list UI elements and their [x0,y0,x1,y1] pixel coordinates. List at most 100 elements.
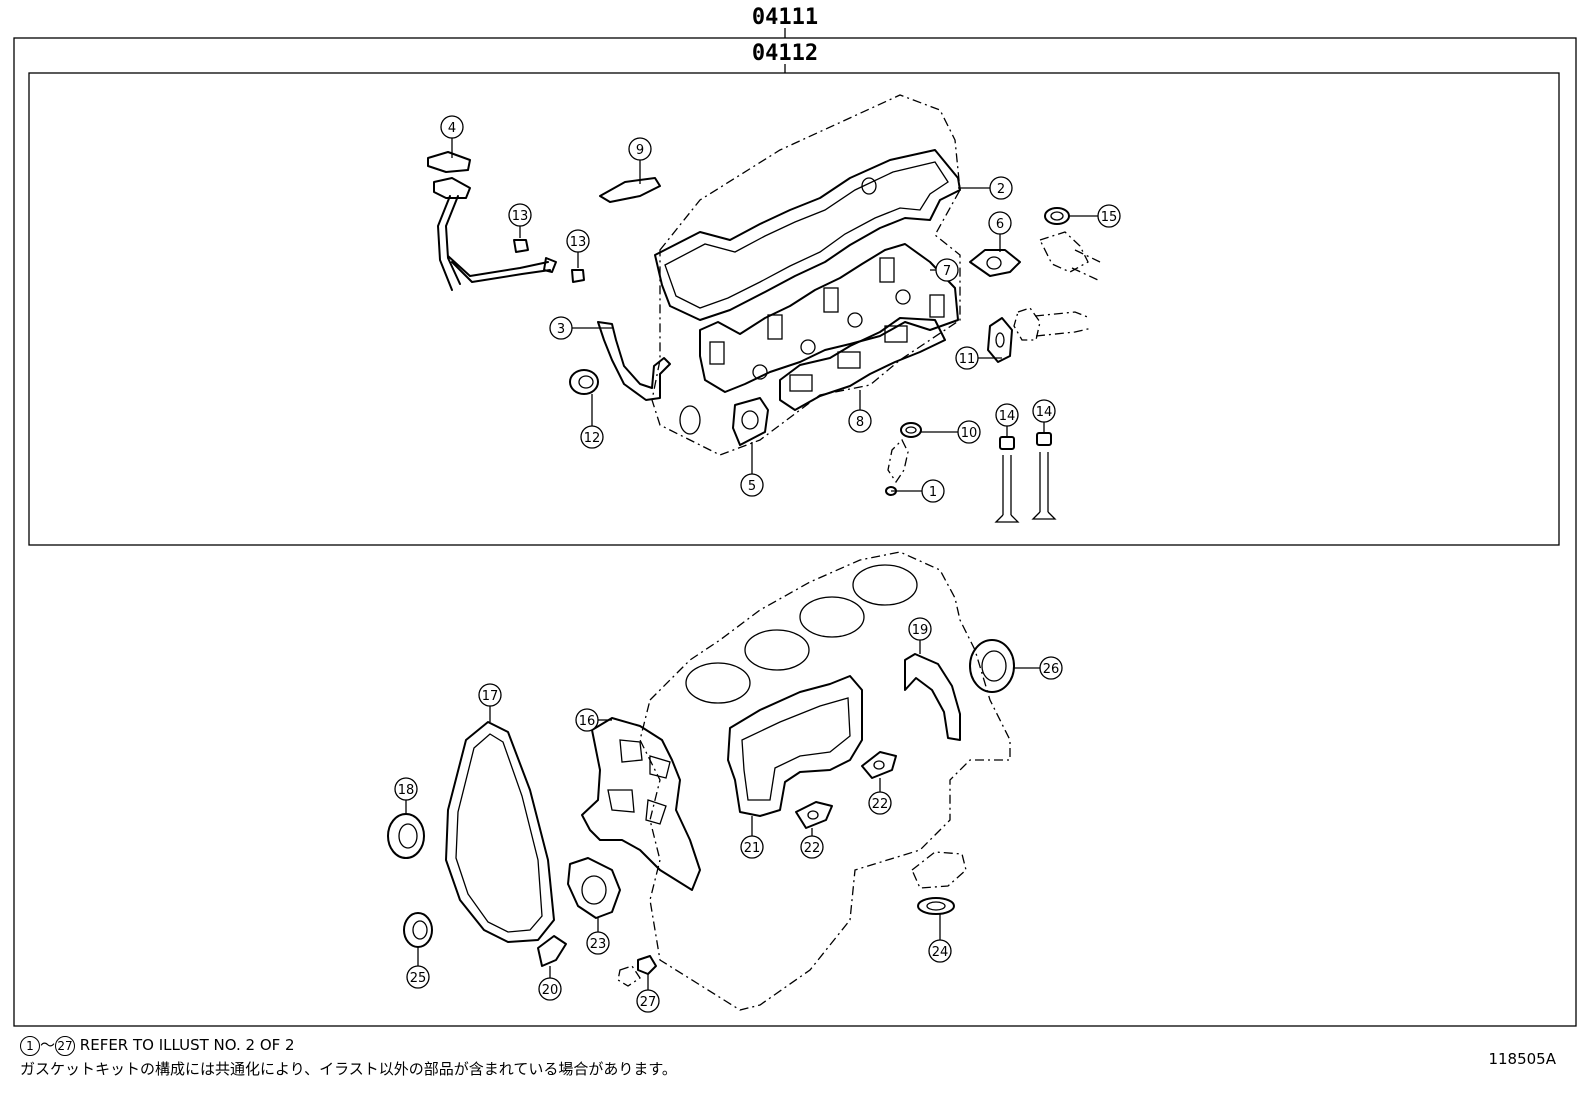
svg-text:17: 17 [482,689,499,704]
svg-text:6: 6 [996,217,1004,232]
gasket-part-9 [599,177,661,203]
callout-7: 7 [935,258,959,282]
seal-10 [900,422,922,438]
svg-text:11: 11 [959,352,976,367]
water-pump-gasket [567,857,621,919]
gasket-part-20 [537,935,567,967]
svg-text:25: 25 [410,971,427,986]
callout-22-a: 22 [868,791,892,815]
callout-14-a: 14 [995,403,1019,427]
note-english: 1～27 REFER TO ILLUST NO. 2 OF 2 [20,1034,295,1056]
oil-cooler-gasket [727,675,863,817]
note-range-end: 27 [55,1035,76,1056]
plug-outline [617,965,641,987]
inner-kit-frame [28,72,1560,546]
svg-text:23: 23 [590,937,607,952]
bolt-hole [995,332,1005,348]
callout-27: 27 [636,989,660,1013]
illustration-number: 118505A [1488,1050,1556,1068]
oil-pipe [437,195,551,291]
callout-16: 16 [575,708,599,732]
svg-text:26: 26 [1043,662,1060,677]
svg-text:5: 5 [748,479,756,494]
cylinder-block-outline [639,551,1011,1011]
svg-text:2: 2 [997,182,1005,197]
kit-code-inner: 04112 [752,41,818,66]
oil-seal-25 [403,912,433,948]
nut-13-a [513,239,529,253]
oil-seal-24 [917,897,955,915]
callout-2: 2 [989,176,1013,200]
port-outline [837,351,861,369]
bolt-hole [807,810,819,820]
cylinder-head-outline [651,94,961,456]
bolt-hole [986,256,1002,270]
note-english-text: REFER TO ILLUST NO. 2 OF 2 [79,1036,295,1054]
svg-text:9: 9 [636,143,644,158]
svg-text:21: 21 [744,841,761,856]
bolt-hole [873,760,885,770]
outer-kit-frame [13,37,1577,1027]
callout-3: 3 [549,316,573,340]
oil-pump-outline [911,851,967,889]
svg-text:22: 22 [804,841,821,856]
svg-text:3: 3 [557,322,565,337]
callout-19: 19 [908,617,932,641]
tube-outline [887,438,909,484]
callout-23: 23 [586,931,610,955]
timing-cover-gasket [445,721,555,943]
svg-text:8: 8 [856,415,864,430]
exhaust-manifold-gasket [699,243,959,393]
seal-27 [637,955,657,975]
port-outline [709,341,725,365]
callout-15: 15 [1097,204,1121,228]
head-side-gasket [732,397,769,446]
svg-text:7: 7 [943,264,951,279]
seal-15 [1044,207,1070,225]
callout-10: 10 [957,420,981,444]
oil-seal-12 [569,369,599,395]
svg-text:22: 22 [872,797,889,812]
callout-18: 18 [394,777,418,801]
oil-pipe-flange [433,177,471,199]
water-housing-outline [1039,231,1101,281]
callout-25: 25 [406,965,430,989]
port-outline [767,314,783,340]
svg-text:14: 14 [999,409,1016,424]
callout-17: 17 [478,683,502,707]
head-cover-gasket [654,149,961,321]
gasket-22-b [795,801,833,829]
note-japanese: ガスケットキットの構成には共通化により、イラスト以外の部品が含まれている場合があ… [20,1060,677,1078]
callout-5: 5 [740,473,764,497]
callout-6: 6 [988,211,1012,235]
callout-8: 8 [848,409,872,433]
svg-text:14: 14 [1036,405,1053,420]
callout-4: 4 [440,115,464,139]
pipe-outline [1013,307,1093,341]
port-outline [879,257,895,283]
svg-text:19: 19 [912,623,929,638]
gasket-22-a [861,751,897,779]
svg-text:4: 4 [448,121,456,136]
callout-group: 1 2 3 4 5 6 7 8 9 10 11 12 13 13 14 14 1… [394,115,1121,1013]
svg-text:18: 18 [398,783,415,798]
callout-11: 11 [955,346,979,370]
oil-pipe-gasket [427,151,471,173]
svg-text:20: 20 [542,983,559,998]
callout-21: 21 [740,835,764,859]
oil-cooler-gasket-inner [741,697,851,801]
timing-cover-gasket-inner [455,733,543,933]
callout-22-b: 22 [800,835,824,859]
port-outline [789,374,813,392]
rear-oil-seal-retainer-gasket [904,653,961,741]
pump-opening [581,875,607,905]
svg-text:12: 12 [584,431,601,446]
callout-26: 26 [1039,656,1063,680]
svg-text:16: 16 [579,714,596,729]
callout-24: 24 [928,939,952,963]
leader-lines [405,138,1098,990]
callout-1: 1 [921,479,945,503]
callout-20: 20 [538,977,562,1001]
bolt-hole [741,410,759,430]
